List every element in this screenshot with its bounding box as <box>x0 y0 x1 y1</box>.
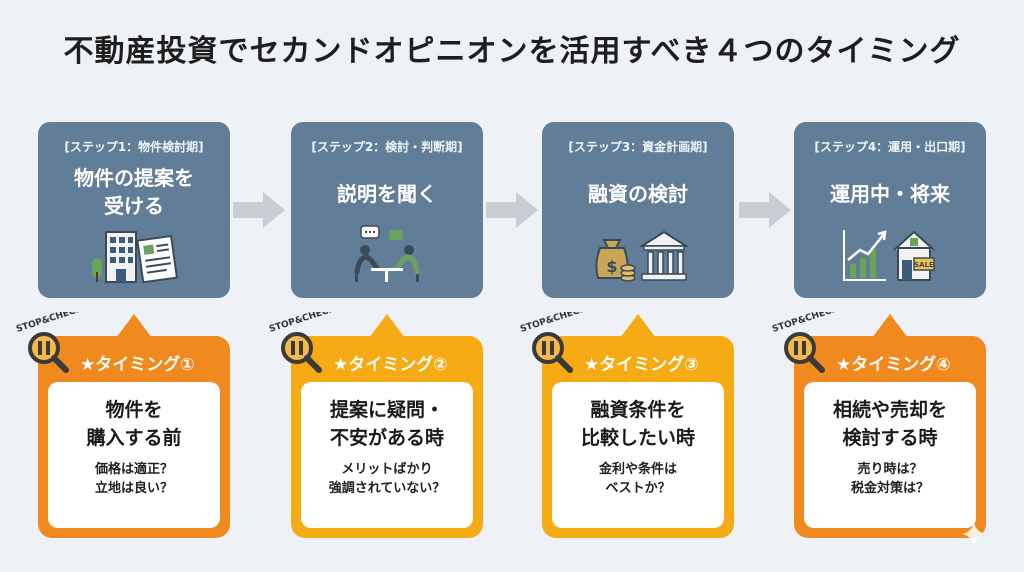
timing-main-3: 融資条件を 比較したい時 <box>580 399 695 449</box>
step-2-title: 説明を聞く <box>337 182 437 206</box>
step-3-tag: [ステップ3：資金計画期] <box>568 140 708 154</box>
step-3-box: [ステップ3：資金計画期] 融資の検討 $ <box>542 122 734 298</box>
timing-label-3: ★タイミング③ <box>584 355 699 375</box>
magnifier-pause-icon: STOP&CHECK <box>771 312 840 373</box>
timing-sub-1: 価格は適正？ 立地は良い？ <box>94 462 173 496</box>
timing-body-1: 物件を 購入する前 価格は適正？ 立地は良い？ <box>48 382 220 528</box>
timing-card-4: STOP&CHECK ★タイミング④ 相続や売却を 検討する時 売り時は？ 税金… <box>771 312 986 538</box>
timing-sub-3: 金利や条件は ベストか？ <box>598 462 677 496</box>
stop-check-label: STOP&CHECK <box>771 312 840 335</box>
timing-card-3: STOP&CHECK ★タイミング③ 融資条件を 比較したい時 金利や条件は ベ… <box>519 312 734 538</box>
stop-check-label: STOP&CHECK <box>15 312 84 335</box>
stop-check-label: STOP&CHECK <box>519 312 588 335</box>
meeting-icon <box>354 225 420 282</box>
step-2-tag: [ステップ2：検討・判断期] <box>311 140 463 154</box>
sparkle-icon <box>962 522 986 546</box>
step-2-box: [ステップ2：検討・判断期] 説明を聞く <box>291 122 483 298</box>
timing-sub-4: 売り時は？ 税金対策は？ <box>850 462 929 496</box>
timing-sub-2: メリットばかり 強調されていない？ <box>328 462 446 496</box>
card-pointer <box>872 314 908 338</box>
magnifier-pause-icon: STOP&CHECK <box>15 312 84 373</box>
timing-body-4: 相続や売却を 検討する時 売り時は？ 税金対策は？ <box>804 382 976 528</box>
card-pointer <box>369 314 405 338</box>
page-title: 不動産投資でセカンドオピニオンを活用すべき４つのタイミング <box>63 34 961 69</box>
timing-main-2: 提案に疑問・ 不安がある時 <box>329 399 444 449</box>
step-4-title: 運用中・将来 <box>830 182 950 206</box>
step-3-title: 融資の検討 <box>588 182 688 206</box>
timing-main-1: 物件を 購入する前 <box>86 399 182 449</box>
card-pointer <box>620 314 656 338</box>
timing-label-4: ★タイミング④ <box>836 355 951 375</box>
step-1-box: [ステップ1：物件検討期] 物件の提案を 受ける <box>38 122 230 298</box>
step-4-box: [ステップ4：運用・出口期] 運用中・将来 SALE <box>794 122 986 298</box>
timing-label-1: ★タイミング① <box>80 355 195 375</box>
magnifier-pause-icon: STOP&CHECK <box>268 312 337 373</box>
svg-text:$: $ <box>606 257 617 276</box>
timing-body-3: 融資条件を 比較したい時 金利や条件は ベストか？ <box>552 382 724 528</box>
card-pointer <box>116 314 152 338</box>
sale-sign: SALE <box>914 261 934 269</box>
arrow-right-icon <box>233 192 285 228</box>
timing-main-4: 相続や売却を 検討する時 <box>832 399 947 449</box>
timing-label-2: ★タイミング② <box>333 355 448 375</box>
arrow-right-icon <box>486 192 538 228</box>
step-1-tag: [ステップ1：物件検討期] <box>64 140 204 154</box>
arrow-right-icon <box>739 192 791 228</box>
timing-card-1: STOP&CHECK ★タイミング① 物件を 購入する前 価格は適正？ 立地は良… <box>15 312 230 538</box>
building-document-icon <box>92 231 179 284</box>
money-bank-icon: $ <box>595 230 688 282</box>
magnifier-pause-icon: STOP&CHECK <box>519 312 588 373</box>
stop-check-label: STOP&CHECK <box>268 312 337 335</box>
step-4-tag: [ステップ4：運用・出口期] <box>814 140 966 154</box>
step-1-title: 物件の提案を 受ける <box>74 166 194 218</box>
timing-card-2: STOP&CHECK ★タイミング② 提案に疑問・ 不安がある時 メリットばかり… <box>268 312 483 538</box>
timing-body-2: 提案に疑問・ 不安がある時 メリットばかり 強調されていない？ <box>301 382 473 528</box>
chart-house-sale-icon: SALE <box>843 230 935 281</box>
